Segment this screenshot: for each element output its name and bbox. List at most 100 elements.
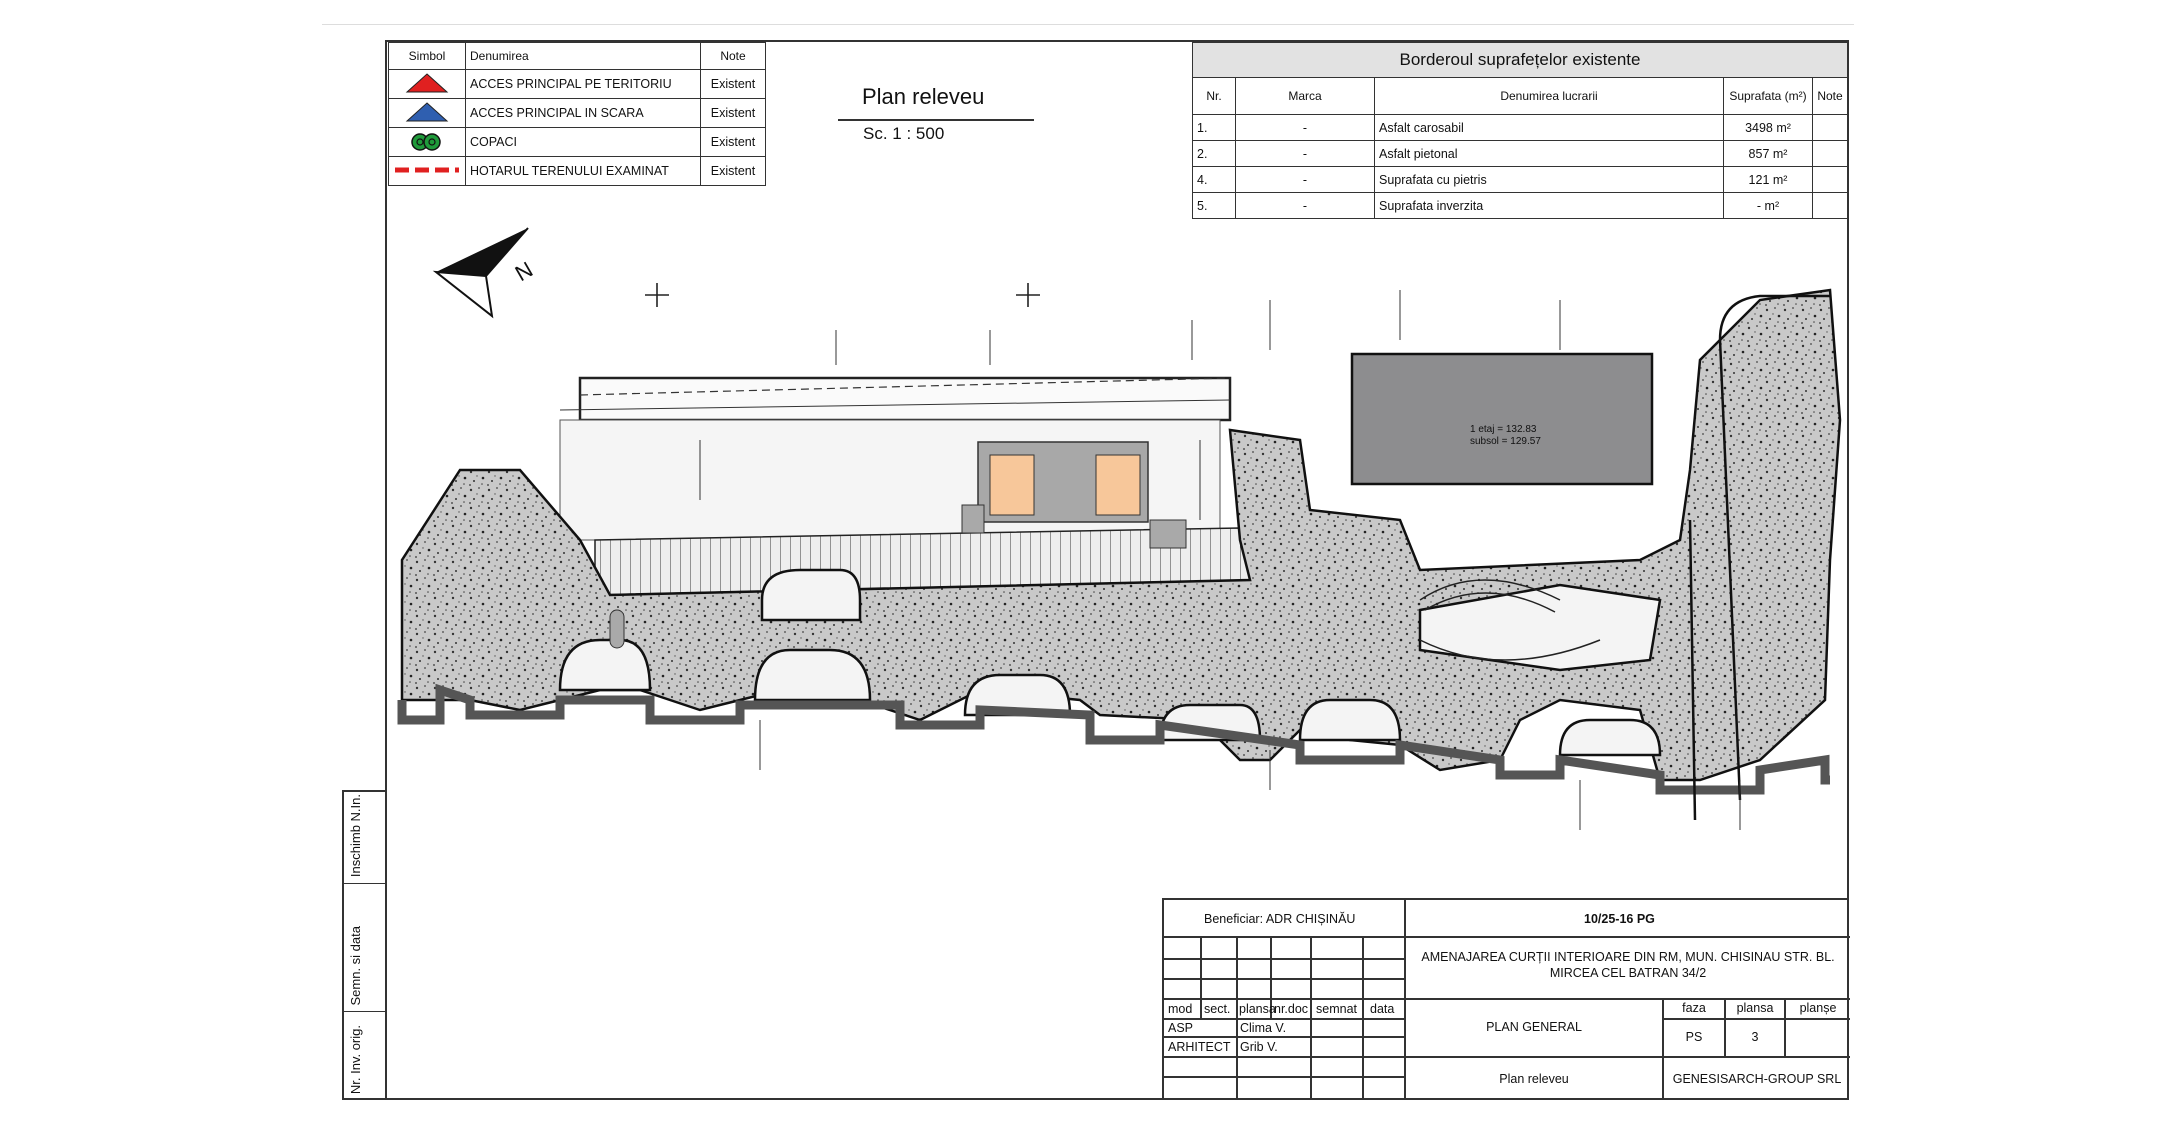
tb-rule xyxy=(1662,998,1664,1100)
curb-boxes xyxy=(609,504,1187,649)
building-label-1: 1 etaj = 132.83 xyxy=(1470,424,1537,435)
side-cell-inschimb: Inschimb N.In. xyxy=(344,792,386,884)
surfaces-table: Borderoul suprafețelor existente Nr. Mar… xyxy=(1192,42,1848,219)
surface-marca: - xyxy=(1235,166,1375,193)
survey-marks xyxy=(699,290,1741,830)
surface-name: Suprafata inverzita xyxy=(1374,192,1724,219)
legend-row: ACCES PRINCIPAL PE TERITORIU Existent xyxy=(388,69,766,99)
tb-rule xyxy=(1164,936,1850,938)
tb-rule xyxy=(1724,998,1726,1056)
surface-nr: 5. xyxy=(1192,192,1236,219)
beneficiar-label: Beneficiar: ADR CHIȘINĂU xyxy=(1204,912,1356,926)
plansa-label: plansa xyxy=(1736,1001,1774,1015)
legend-label: COPACI xyxy=(465,127,701,157)
red-triangle-icon xyxy=(405,72,449,92)
tb-rule xyxy=(1164,1076,1404,1078)
tb-rule xyxy=(1164,1056,1850,1058)
legend-symbol-cell xyxy=(388,127,466,157)
tb-rule xyxy=(1164,1036,1404,1038)
blue-triangle-icon xyxy=(405,101,449,121)
surface-note xyxy=(1812,192,1848,219)
table-row: 5. - Suprafata inverzita - m² xyxy=(1192,192,1848,219)
company-name: GENESISARCH-GROUP SRL xyxy=(1672,1072,1842,1086)
title-block: Beneficiar: ADR CHIȘINĂU 10/25-16 PG AME… xyxy=(1162,898,1850,1100)
surfaces-caption: Borderoul suprafețelor existente xyxy=(1192,42,1848,78)
project-name-line-2: MIRCEA CEL BATRAN 34/2 xyxy=(1549,966,1707,980)
col-sect: sect. xyxy=(1204,1002,1231,1016)
asp-name: Clima V. xyxy=(1240,1021,1287,1035)
plan-scale: Sc. 1 : 500 xyxy=(863,124,945,143)
tb-rule xyxy=(1164,1018,1404,1020)
building-block: 1 etaj = 132.83 subsol = 129.57 xyxy=(1350,352,1654,486)
side-cell-semn: Semn. si data xyxy=(344,884,386,1012)
page-top-rule xyxy=(322,24,1854,25)
col-data: data xyxy=(1370,1002,1395,1016)
project-name-line-1: AMENAJAREA CURȚII INTERIOARE DIN RM, MUN… xyxy=(1421,950,1835,964)
grid-cross-marks xyxy=(645,283,1040,307)
right-road-edges xyxy=(1688,294,1830,821)
legend-row: HOTARUL TERENULUI EXAMINAT Existent xyxy=(388,156,766,186)
tb-rule xyxy=(1236,936,1238,1100)
surfaces-header-nr: Nr. xyxy=(1192,77,1236,115)
north-label: N xyxy=(511,257,537,287)
surfaces-header-suprafata: Suprafata (m²) xyxy=(1723,77,1813,115)
surface-marca: - xyxy=(1235,192,1375,219)
dashed-red-line-icon xyxy=(395,167,459,172)
legend-label: HOTARUL TERENULUI EXAMINAT xyxy=(465,156,701,186)
surface-area: 121 m² xyxy=(1723,166,1813,193)
project-code: 10/25-16 PG xyxy=(1584,912,1655,926)
tree-icon xyxy=(411,132,441,151)
faza-value: PS xyxy=(1685,1030,1703,1044)
section-title: PLAN GENERAL xyxy=(1486,1020,1582,1034)
courtyard-cutouts xyxy=(558,568,1662,757)
surface-area: - m² xyxy=(1723,192,1813,219)
parking-strip xyxy=(559,376,1232,422)
col-nrdoc: nr.doc xyxy=(1274,1002,1309,1016)
drawing-frame xyxy=(385,40,1849,1100)
legend-label: ACCES PRINCIPAL PE TERITORIU xyxy=(465,69,701,99)
surfaces-header-note: Note xyxy=(1812,77,1848,115)
tb-rule xyxy=(1362,936,1364,1100)
tb-rule xyxy=(1164,958,1404,960)
col-semnat: semnat xyxy=(1316,1002,1357,1016)
sheet-title: Plan releveu xyxy=(1499,1072,1569,1086)
tb-rule xyxy=(1270,936,1272,1018)
legend-header-symbol: Simbol xyxy=(388,42,466,70)
surface-note xyxy=(1812,114,1848,141)
surface-area: 3498 m² xyxy=(1723,114,1813,141)
table-row: 4. - Suprafata cu pietris 121 m² xyxy=(1192,166,1848,193)
surface-nr: 4. xyxy=(1192,166,1236,193)
tb-rule xyxy=(1200,936,1202,1018)
legend-header-note: Note xyxy=(700,42,766,70)
legend-row: COPACI Existent xyxy=(388,127,766,157)
ramp-lines xyxy=(1419,579,1601,661)
architect-name: Grib V. xyxy=(1240,1040,1278,1054)
plansa-value: 3 xyxy=(1751,1030,1759,1044)
legend-note: Existent xyxy=(700,69,766,99)
building-facade xyxy=(397,683,1830,795)
side-strip: Inschimb N.In. Semn. si data Nr. Inv. or… xyxy=(342,790,386,1100)
tb-rule xyxy=(1310,936,1312,1100)
legend-symbol-cell xyxy=(388,98,466,128)
north-arrow: N xyxy=(432,227,537,319)
col-plansa: plansa xyxy=(1239,1002,1276,1016)
tb-rule xyxy=(1662,1018,1850,1020)
tb-rule xyxy=(1784,998,1786,1056)
plan-title: Plan releveu xyxy=(862,84,985,109)
tb-rule xyxy=(1404,900,1406,1100)
plan-title-underline xyxy=(838,119,1034,121)
surfaces-header-denumire: Denumirea lucrarii xyxy=(1374,77,1724,115)
faza-label: faza xyxy=(1682,1001,1706,1015)
col-mod: mod xyxy=(1168,1002,1193,1016)
asp-role: ASP xyxy=(1168,1021,1194,1035)
surface-marca: - xyxy=(1235,114,1375,141)
playground xyxy=(977,441,1149,523)
architect-role: ARHITECT xyxy=(1168,1040,1231,1054)
tb-rule xyxy=(1164,998,1850,1000)
legend-note: Existent xyxy=(700,156,766,186)
building-label-2: subsol = 129.57 xyxy=(1470,436,1541,447)
legend-table: Simbol Denumirea Note ACCES PRINCIPAL PE… xyxy=(388,42,766,186)
tb-rule xyxy=(1164,978,1404,980)
planse-label: planșe xyxy=(1799,1001,1837,1015)
